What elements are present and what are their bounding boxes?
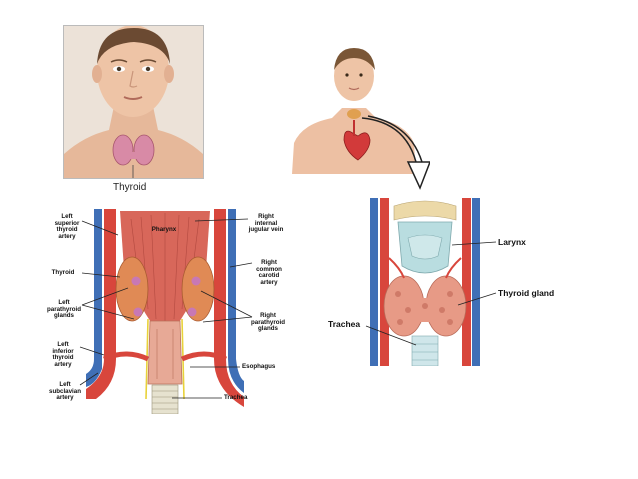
label-left-subclavian-artery: Left subclavian artery [49,381,81,401]
posterior-neck-leaders [79,218,253,399]
anterior-thyroid-leaders [365,241,497,346]
label-right-internal-jugular-vein: Right internal jugular vein [248,213,284,233]
label-left-inferior-thyroid-artery: Left inferior thyroid artery [52,341,74,368]
label-larynx: Larynx [498,237,526,247]
label-esophagus: Esophagus [242,363,276,370]
label-left-parathyroid-glands: Left parathyroid glands [46,299,82,319]
anterior-thyroid-drawing [364,198,486,366]
face-thyroid-illustration [63,25,204,179]
magnify-arrow [361,115,430,190]
label-left-superior-thyroid-artery: Left superior thyroid artery [54,213,80,240]
anterior-thyroid-illustration [364,198,486,366]
label-trachea-left: Trachea [224,394,248,401]
label-thyroid-gland: Thyroid gland [498,288,555,298]
posterior-neck-drawing [86,209,244,414]
label-pharynx: Pharynx [151,226,177,233]
label-thyroid: Thyroid [51,269,75,276]
label-right-parathyroid-glands: Right parathyroid glands [250,312,286,332]
thyroid-caption: Thyroid [113,182,147,193]
label-right-common-carotid-artery: Right common carotid artery [256,259,282,286]
face-thyroid-drawing [64,26,203,178]
label-trachea-right: Trachea [328,319,361,329]
posterior-neck-illustration [86,209,244,414]
